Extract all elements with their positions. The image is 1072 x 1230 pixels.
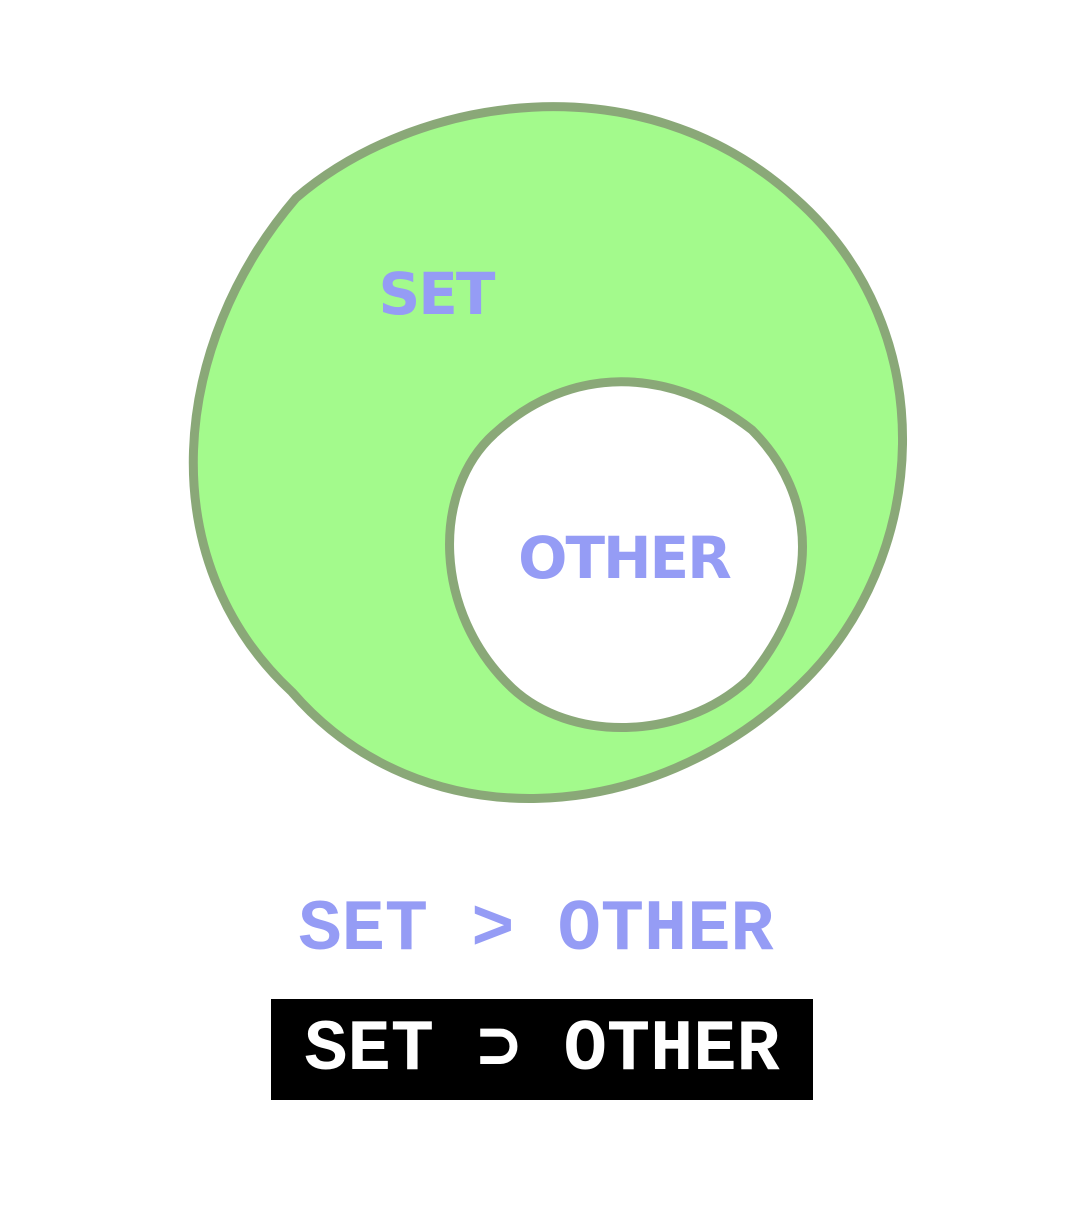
math-notation-box: SET ⊃ OTHER [271,999,813,1100]
math-notation-expression: SET ⊃ OTHER [304,1008,780,1091]
superset-venn-diagram: SET OTHER [188,102,907,803]
python-expression: SET > OTHER [298,889,774,971]
inner-set-circle [445,377,807,733]
outer-set-label: SET [379,260,496,328]
inner-set-label: OTHER [518,524,731,592]
